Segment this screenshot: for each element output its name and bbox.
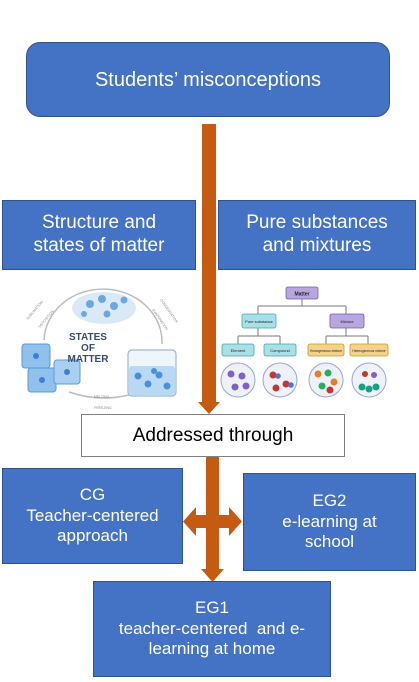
eg1-box: EG1 teacher-centered and e- learning at … bbox=[93, 581, 331, 677]
particle bbox=[231, 383, 239, 391]
matter-classification-illustration: Matter Pure substance Mixture Element Co… bbox=[220, 286, 389, 398]
eg2-box: EG2 e-learning at school bbox=[243, 473, 416, 571]
particle bbox=[362, 371, 368, 377]
pure-substances-box: Pure substances and mixtures bbox=[218, 200, 416, 270]
beaker-liquid bbox=[129, 366, 175, 395]
particle bbox=[314, 370, 322, 378]
eg1-line2: teacher-centered and e- bbox=[118, 618, 306, 638]
arrow-head-bottom bbox=[201, 569, 224, 582]
pure-substances-line2: and mixtures bbox=[262, 235, 372, 256]
particle bbox=[275, 373, 281, 379]
compound-node-label: Compound bbox=[270, 348, 290, 353]
arrow-head-right bbox=[229, 507, 242, 536]
homogeneous-particles bbox=[308, 362, 344, 398]
eg1-line3: learning at home bbox=[148, 639, 276, 659]
homogeneous-node-label: Homogeneous mixture bbox=[310, 349, 342, 353]
liquid-particle bbox=[144, 380, 152, 388]
liquid-particle bbox=[134, 372, 142, 380]
mixture-node-label: Mixture bbox=[340, 319, 354, 324]
particle bbox=[365, 385, 373, 393]
states-title-2: OF bbox=[81, 343, 95, 354]
cg-line1: CG bbox=[79, 485, 106, 505]
element-particles bbox=[220, 362, 256, 398]
particle bbox=[227, 370, 235, 378]
ice-particle bbox=[64, 369, 70, 375]
arrow-shaft-top bbox=[202, 124, 216, 404]
particle bbox=[371, 372, 377, 378]
eg2-line2: e-learning at bbox=[282, 511, 377, 531]
process-label: FREEZING bbox=[94, 406, 112, 410]
element-node-label: Element bbox=[231, 348, 247, 353]
states-title-1: STATES bbox=[69, 332, 107, 343]
gas-particle bbox=[103, 310, 111, 318]
structure-states-box: Structure and states of matter bbox=[2, 200, 196, 270]
pure-substance-node-label: Pure substance bbox=[245, 319, 274, 324]
heterogeneous-node-label: Heterogeneous mixture bbox=[352, 349, 385, 353]
tree-connector bbox=[237, 298, 369, 344]
element-node bbox=[221, 343, 255, 357]
gas-particle bbox=[81, 311, 87, 317]
cg-box: CG Teacher-centered approach bbox=[2, 468, 183, 564]
gas-particle bbox=[110, 302, 118, 310]
homogeneous-node bbox=[307, 343, 345, 357]
states-of-matter-illustration: STATES OF MATTER SUBLIMATION DEPOSITION … bbox=[21, 288, 179, 410]
mixture-node bbox=[329, 313, 365, 329]
gas-cloud bbox=[72, 292, 136, 324]
compound-node bbox=[263, 343, 297, 357]
particle bbox=[324, 369, 332, 377]
particle bbox=[326, 386, 334, 394]
gas-particle bbox=[98, 295, 106, 303]
structure-states-line1: Structure and bbox=[41, 212, 157, 234]
particle bbox=[282, 380, 290, 388]
liquid-particle bbox=[151, 368, 157, 374]
particle bbox=[372, 383, 380, 391]
pure-substance-node bbox=[241, 313, 277, 329]
particle bbox=[272, 384, 280, 392]
process-label: MELTING bbox=[94, 395, 110, 399]
cg-line3: approach bbox=[57, 526, 128, 546]
pure-substances-line1: Pure substances bbox=[246, 212, 388, 234]
eg2-line3: school bbox=[304, 532, 355, 552]
particle bbox=[242, 382, 250, 390]
matter-node-label: Matter bbox=[294, 292, 309, 298]
liquid-particle bbox=[155, 371, 163, 379]
cg-line2: Teacher-centered bbox=[26, 505, 159, 525]
particle bbox=[358, 383, 366, 391]
particle bbox=[330, 378, 338, 386]
particle bbox=[238, 372, 246, 380]
particle bbox=[288, 382, 294, 388]
eg2-line1: EG2 bbox=[312, 491, 347, 511]
process-label: SUBLIMATION bbox=[26, 300, 44, 321]
misconceptions-label: Students’ misconceptions bbox=[94, 68, 322, 91]
structure-states-line2: states of matter bbox=[33, 235, 165, 256]
liquid-particle bbox=[163, 382, 171, 390]
arrow-head-left bbox=[183, 507, 196, 536]
particle bbox=[318, 382, 326, 390]
addressed-through-label: Addressed through bbox=[132, 424, 294, 446]
compound-particles bbox=[262, 362, 298, 398]
particle bbox=[269, 371, 277, 379]
arrow-horizontal-shaft bbox=[195, 515, 230, 528]
heterogeneous-node bbox=[349, 343, 389, 357]
matter-node bbox=[285, 286, 319, 300]
gas-particle bbox=[120, 296, 128, 304]
arrow-head-top bbox=[198, 402, 220, 414]
eg1-line1: EG1 bbox=[194, 598, 230, 618]
arrow-shaft-bottom bbox=[206, 457, 219, 571]
gas-particle bbox=[86, 300, 94, 308]
ice-particle bbox=[39, 377, 45, 383]
addressed-through-box: Addressed through bbox=[81, 414, 345, 457]
states-title-3: MATTER bbox=[68, 354, 110, 365]
ice-particle bbox=[33, 353, 39, 359]
misconceptions-box: Students’ misconceptions bbox=[26, 42, 390, 117]
cycle-arc bbox=[43, 288, 163, 345]
